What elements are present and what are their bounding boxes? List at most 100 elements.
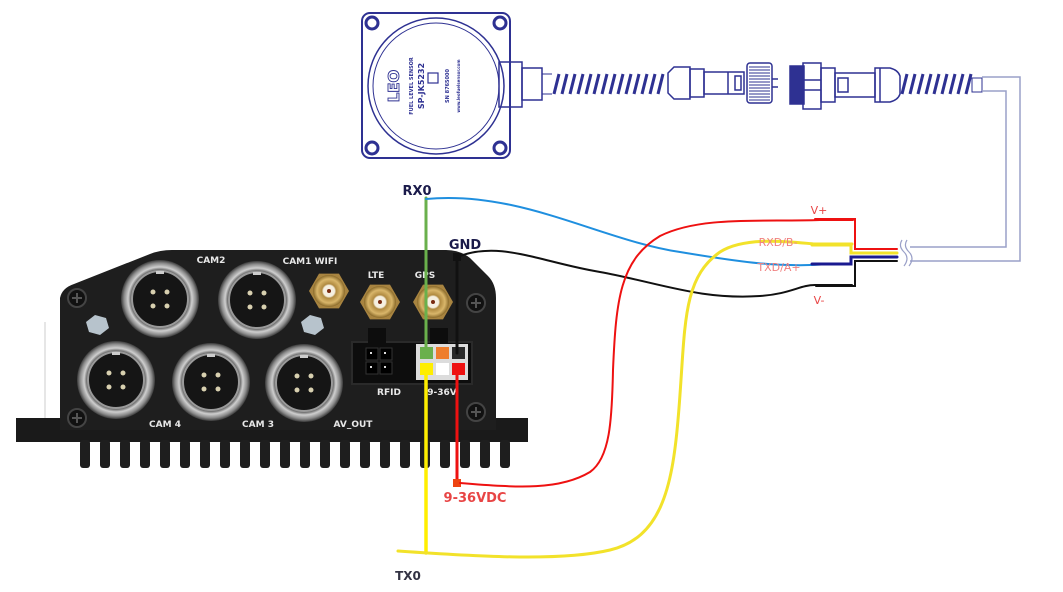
fin [180,440,190,468]
connector-cam1 [218,261,296,339]
heat-sink-fins [80,440,510,468]
screw-icon [466,293,486,313]
cable-coil [956,73,965,95]
wire-v-plus-stub [814,218,898,250]
fin [320,440,330,468]
cable-coil [632,73,641,95]
label-power-input: 9-36VDC [444,491,507,506]
power-port-pinout [416,344,468,380]
connector-pin [150,289,156,295]
vent-plug-icon [301,315,324,335]
sensor-product-line: FUEL LEVEL SENSOR [409,57,415,115]
cable-break-icon [899,239,913,267]
connector-av-out [265,344,343,422]
connector-pin [201,386,207,392]
connector-pin [247,290,253,296]
sensor-label-group: LEO FUEL LEVEL SENSOR SP-JK5232 SN 87650… [385,57,461,115]
label-v-minus: V- [814,294,825,307]
sensor-housing [361,12,511,159]
fin [500,440,510,468]
armored-cable-segment-1 [542,73,665,95]
cable-coil [924,73,933,95]
fin [160,440,170,468]
connector-pin [215,386,221,392]
cable-coil [940,73,949,95]
fin [120,440,130,468]
fin [480,440,490,468]
connector-cam4 [77,341,155,419]
fin [460,440,470,468]
fin [380,440,390,468]
wire-rx-blue [425,197,851,267]
connector-pin [164,303,170,309]
connector-pin [164,289,170,295]
connector-pin [120,384,126,390]
wire-v-minus-stub [815,260,898,287]
cable-coil [964,73,973,95]
fuel-level-sensor [361,12,543,159]
cable-coil [948,73,957,95]
sensor-website: www.leofuelsensor.com [456,59,461,112]
cable-coil [908,73,917,95]
screw-icon [466,402,486,422]
label-cam2: CAM2 [197,256,226,266]
cable-coil [916,73,925,95]
cable-coil [576,73,585,95]
label-cam4: CAM 4 [149,420,181,430]
fin [260,440,270,468]
connector-pin [106,370,112,376]
connector-pin [308,387,314,393]
cable-coil [932,73,941,95]
fin [400,440,410,468]
connector-pin [120,370,126,376]
label-av-out: AV_OUT [334,420,374,430]
label-rxd: RXD/B- [759,236,798,249]
wire-power-red [459,219,854,488]
fin [340,440,350,468]
cable-coil [552,73,561,95]
connector-cam3 [172,343,250,421]
sensor-brand: LEO [385,70,403,103]
wire-tx-yellow [396,239,854,559]
label-tx0: TX0 [395,569,421,583]
sensor-cable-jacket [910,76,1021,262]
connector-pin [261,290,267,296]
sensor-qr-icon [427,72,439,84]
label-cam3: CAM 3 [242,420,274,430]
cable-coil [616,73,625,95]
vent-plug-icon [86,315,109,335]
label-v-plus: V+ [811,204,828,217]
label-gnd: GND [449,238,482,253]
cable-connector-female [789,62,901,110]
connector-pin [215,372,221,378]
sensor-face-outer [367,17,505,155]
label-power-port: 9-36V [427,388,457,398]
wire-rxd-stub [810,243,899,255]
screw-icon [67,408,87,428]
fin [140,440,150,468]
fin [240,440,250,468]
label-rfid: RFID [377,388,401,398]
armored-cable-segment-2 [900,73,983,95]
mdvr-device: CAM2 CAM1 WIFI LTE GPS CAM 4 CAM 3 AV_OU… [16,250,528,468]
cable-coil [624,73,633,95]
mount-hole-br [492,140,508,156]
cable-coil [656,73,665,95]
connector-pin [247,304,253,310]
sensor-model: SP-JK5232 [417,63,426,109]
connector-pin [261,304,267,310]
cable-coil [592,73,601,95]
cable-coil [560,73,569,95]
label-wifi: WIFI [315,257,338,267]
wire-gnd-black [456,249,853,298]
fin [200,440,210,468]
mount-hole-bl [364,140,380,156]
cable-coil [648,73,657,95]
fin [280,440,290,468]
mount-hole-tr [492,15,508,31]
cable-coil [568,73,577,95]
connector-pin [308,373,314,379]
mount-hole-tl [364,15,380,31]
connector-pin [150,303,156,309]
